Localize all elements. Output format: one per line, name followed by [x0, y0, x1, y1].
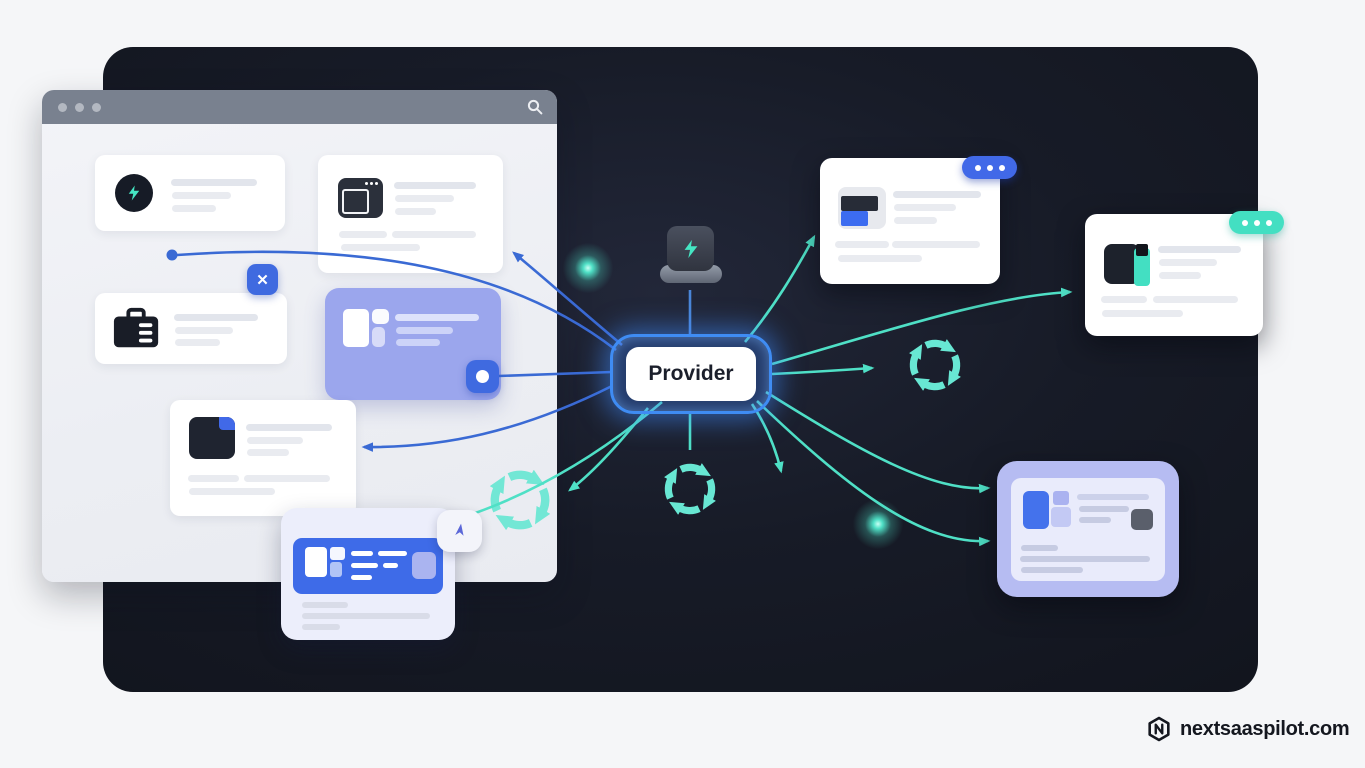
block-icon	[1131, 509, 1153, 530]
circle-icon	[476, 370, 489, 383]
block-icon	[1023, 491, 1049, 529]
browser-title-bar	[42, 90, 557, 124]
corner-accent	[219, 417, 235, 430]
block-icon	[1053, 491, 1069, 505]
text-line-placeholder	[302, 624, 340, 630]
text-line-placeholder	[395, 314, 479, 321]
panel-icon	[1104, 242, 1152, 286]
watermark-text: nextsaaspilot.com	[1180, 717, 1350, 740]
glow-particle	[561, 241, 615, 295]
search-icon[interactable]	[527, 99, 543, 115]
provider-node[interactable]: Provider	[626, 347, 756, 401]
text-line-placeholder	[394, 182, 476, 189]
text-line-placeholder	[1021, 567, 1083, 573]
record-badge[interactable]	[466, 360, 499, 393]
more-options-badge[interactable]	[962, 156, 1017, 179]
dot-icon	[974, 164, 981, 171]
more-options-badge[interactable]	[1229, 211, 1284, 234]
block-icon	[1051, 507, 1071, 527]
layout-grid-icon	[343, 307, 389, 349]
text-line-placeholder	[894, 217, 937, 224]
text-line-placeholder	[893, 191, 981, 198]
text-line-placeholder	[244, 475, 330, 482]
text-line-placeholder	[175, 339, 220, 346]
provider-node-glow: Provider	[610, 334, 772, 414]
text-line-placeholder	[1159, 259, 1217, 266]
text-line-placeholder	[339, 231, 387, 238]
text-line-placeholder	[838, 255, 922, 262]
text-line-placeholder	[171, 179, 257, 186]
text-line-placeholder	[351, 563, 378, 568]
browser-window-icon	[338, 178, 383, 218]
close-button[interactable]: ✕	[247, 264, 278, 295]
text-line-placeholder	[1101, 296, 1147, 303]
output-card-layout	[820, 158, 1000, 284]
cursor-badge[interactable]	[437, 510, 482, 552]
text-line-placeholder	[395, 208, 436, 215]
text-line-placeholder	[1158, 246, 1241, 253]
dot-icon	[1253, 219, 1260, 226]
text-line-placeholder	[396, 339, 440, 346]
text-line-placeholder	[351, 575, 372, 580]
text-line-placeholder	[396, 327, 453, 334]
cursor-icon	[454, 523, 464, 536]
text-line-placeholder	[395, 195, 454, 202]
preview-inner-card	[1011, 478, 1165, 581]
text-line-placeholder	[892, 241, 980, 248]
banner	[293, 538, 443, 594]
text-line-placeholder	[302, 602, 348, 608]
power-bolt-icon	[667, 226, 714, 271]
text-line-placeholder	[1159, 272, 1201, 279]
text-line-placeholder	[172, 205, 216, 212]
window-control-dot[interactable]	[75, 103, 84, 112]
text-line-placeholder	[174, 314, 258, 321]
text-line-placeholder	[392, 231, 476, 238]
window-control-dot[interactable]	[92, 103, 101, 112]
text-line-placeholder	[383, 563, 398, 568]
module-icon	[189, 417, 235, 459]
text-line-placeholder	[302, 613, 430, 619]
text-line-placeholder	[351, 551, 373, 556]
dot-icon	[1265, 219, 1272, 226]
text-line-placeholder	[341, 244, 420, 251]
output-card-panel	[1085, 214, 1263, 336]
text-line-placeholder	[1077, 494, 1149, 500]
bolt-icon	[115, 174, 153, 212]
text-line-placeholder	[1079, 506, 1129, 512]
dot-icon	[986, 164, 993, 171]
layout-grid-icon	[305, 547, 327, 577]
close-icon: ✕	[256, 271, 269, 289]
text-line-placeholder	[247, 437, 303, 444]
feature-card-briefcase	[95, 293, 287, 364]
provider-label: Provider	[648, 362, 734, 385]
briefcase-icon	[113, 307, 159, 348]
text-line-placeholder	[189, 488, 275, 495]
feature-card-window	[318, 155, 503, 273]
block-icon	[412, 552, 436, 579]
text-line-placeholder	[1079, 517, 1111, 523]
text-line-placeholder	[894, 204, 956, 211]
text-line-placeholder	[175, 327, 233, 334]
text-line-placeholder	[246, 424, 332, 431]
layout-block-icon	[838, 187, 886, 229]
output-card-preview	[997, 461, 1179, 597]
feature-card-bolt	[95, 155, 285, 231]
text-line-placeholder	[1021, 545, 1058, 551]
watermark: nextsaaspilot.com	[1146, 716, 1350, 742]
text-line-placeholder	[172, 192, 231, 199]
text-line-placeholder	[835, 241, 889, 248]
hexagon-n-icon	[1148, 716, 1170, 742]
text-line-placeholder	[1102, 310, 1183, 317]
dot-icon	[1241, 219, 1248, 226]
text-line-placeholder	[188, 475, 239, 482]
text-line-placeholder	[378, 551, 407, 556]
dot-icon	[998, 164, 1005, 171]
text-line-placeholder	[247, 449, 289, 456]
text-line-placeholder	[1153, 296, 1238, 303]
text-line-placeholder	[1020, 556, 1150, 562]
feature-card-module	[170, 400, 356, 516]
publish-card	[281, 508, 455, 640]
glow-particle	[851, 497, 905, 551]
window-control-dot[interactable]	[58, 103, 67, 112]
